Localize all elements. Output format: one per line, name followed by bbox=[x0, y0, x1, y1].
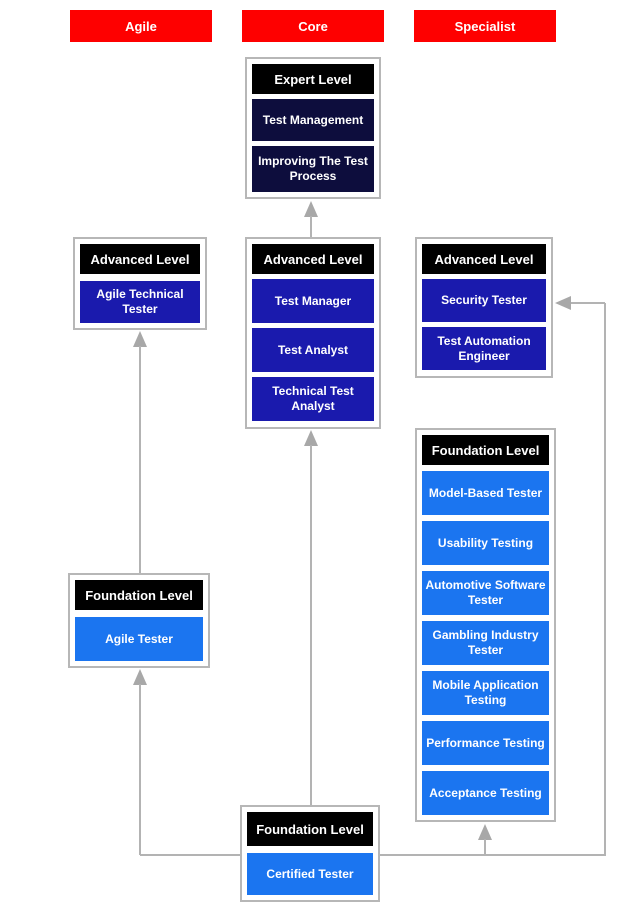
connector-right-horizontal bbox=[380, 854, 606, 856]
arrowhead-to-agile-advanced bbox=[133, 331, 147, 347]
group-header-expert: Expert Level bbox=[252, 64, 374, 94]
cert-box-usability-testing: Usability Testing bbox=[422, 521, 549, 565]
arrowhead-to-expert-level bbox=[304, 201, 318, 217]
arrowhead-to-agile-foundation bbox=[133, 669, 147, 685]
group-core-foundation: Foundation Level Certified Tester bbox=[240, 805, 380, 902]
group-header-agile-advanced: Advanced Level bbox=[80, 244, 200, 274]
cert-box-automotive-software-tester: Automotive Software Tester bbox=[422, 571, 549, 615]
cert-box-acceptance-testing: Acceptance Testing bbox=[422, 771, 549, 815]
group-header-core-advanced: Advanced Level bbox=[252, 244, 374, 274]
cert-box-security-tester: Security Tester bbox=[422, 279, 546, 322]
column-header-core: Core bbox=[242, 10, 384, 42]
cert-box-gambling-industry-tester: Gambling Industry Tester bbox=[422, 621, 549, 665]
group-expert-level: Expert Level Test Management Improving T… bbox=[245, 57, 381, 199]
group-header-specialist-foundation: Foundation Level bbox=[422, 435, 549, 465]
column-header-specialist: Specialist bbox=[414, 10, 556, 42]
connector-left-horizontal bbox=[140, 854, 240, 856]
cert-box-test-analyst: Test Analyst bbox=[252, 328, 374, 372]
group-specialist-advanced: Advanced Level Security Tester Test Auto… bbox=[415, 237, 553, 378]
group-header-agile-foundation: Foundation Level bbox=[75, 580, 203, 610]
group-header-core-foundation: Foundation Level bbox=[247, 812, 373, 846]
cert-box-technical-test-analyst: Technical Test Analyst bbox=[252, 377, 374, 421]
group-agile-foundation: Foundation Level Agile Tester bbox=[68, 573, 210, 668]
cert-box-improving-the-test-process: Improving The Test Process bbox=[252, 146, 374, 192]
cert-box-model-based-tester: Model-Based Tester bbox=[422, 471, 549, 515]
group-core-advanced: Advanced Level Test Manager Test Analyst… bbox=[245, 237, 381, 429]
cert-box-certified-tester: Certified Tester bbox=[247, 853, 373, 895]
group-header-specialist-advanced: Advanced Level bbox=[422, 244, 546, 274]
cert-box-test-automation-engineer: Test Automation Engineer bbox=[422, 327, 546, 370]
column-header-agile: Agile bbox=[70, 10, 212, 42]
arrowhead-to-core-advanced bbox=[304, 430, 318, 446]
connector-agile-foundation-to-agile-advanced bbox=[139, 346, 141, 573]
group-agile-advanced: Advanced Level Agile Technical Tester bbox=[73, 237, 207, 330]
connector-to-security-tester bbox=[571, 302, 605, 304]
cert-box-mobile-application-testing: Mobile Application Testing bbox=[422, 671, 549, 715]
arrowhead-to-security-tester bbox=[555, 296, 571, 310]
connector-left-vertical bbox=[139, 684, 141, 855]
cert-box-test-manager: Test Manager bbox=[252, 279, 374, 323]
cert-box-test-management: Test Management bbox=[252, 99, 374, 141]
cert-box-agile-technical-tester: Agile Technical Tester bbox=[80, 281, 200, 323]
connector-core-foundation-to-core-advanced bbox=[310, 445, 312, 805]
group-specialist-foundation: Foundation Level Model-Based Tester Usab… bbox=[415, 428, 556, 822]
connector-core-advanced-to-expert bbox=[310, 216, 312, 237]
cert-box-performance-testing: Performance Testing bbox=[422, 721, 549, 765]
connector-branch-specialist-foundation bbox=[484, 839, 486, 855]
connector-right-vertical bbox=[604, 303, 606, 856]
cert-box-agile-tester: Agile Tester bbox=[75, 617, 203, 661]
arrowhead-to-specialist-foundation bbox=[478, 824, 492, 840]
